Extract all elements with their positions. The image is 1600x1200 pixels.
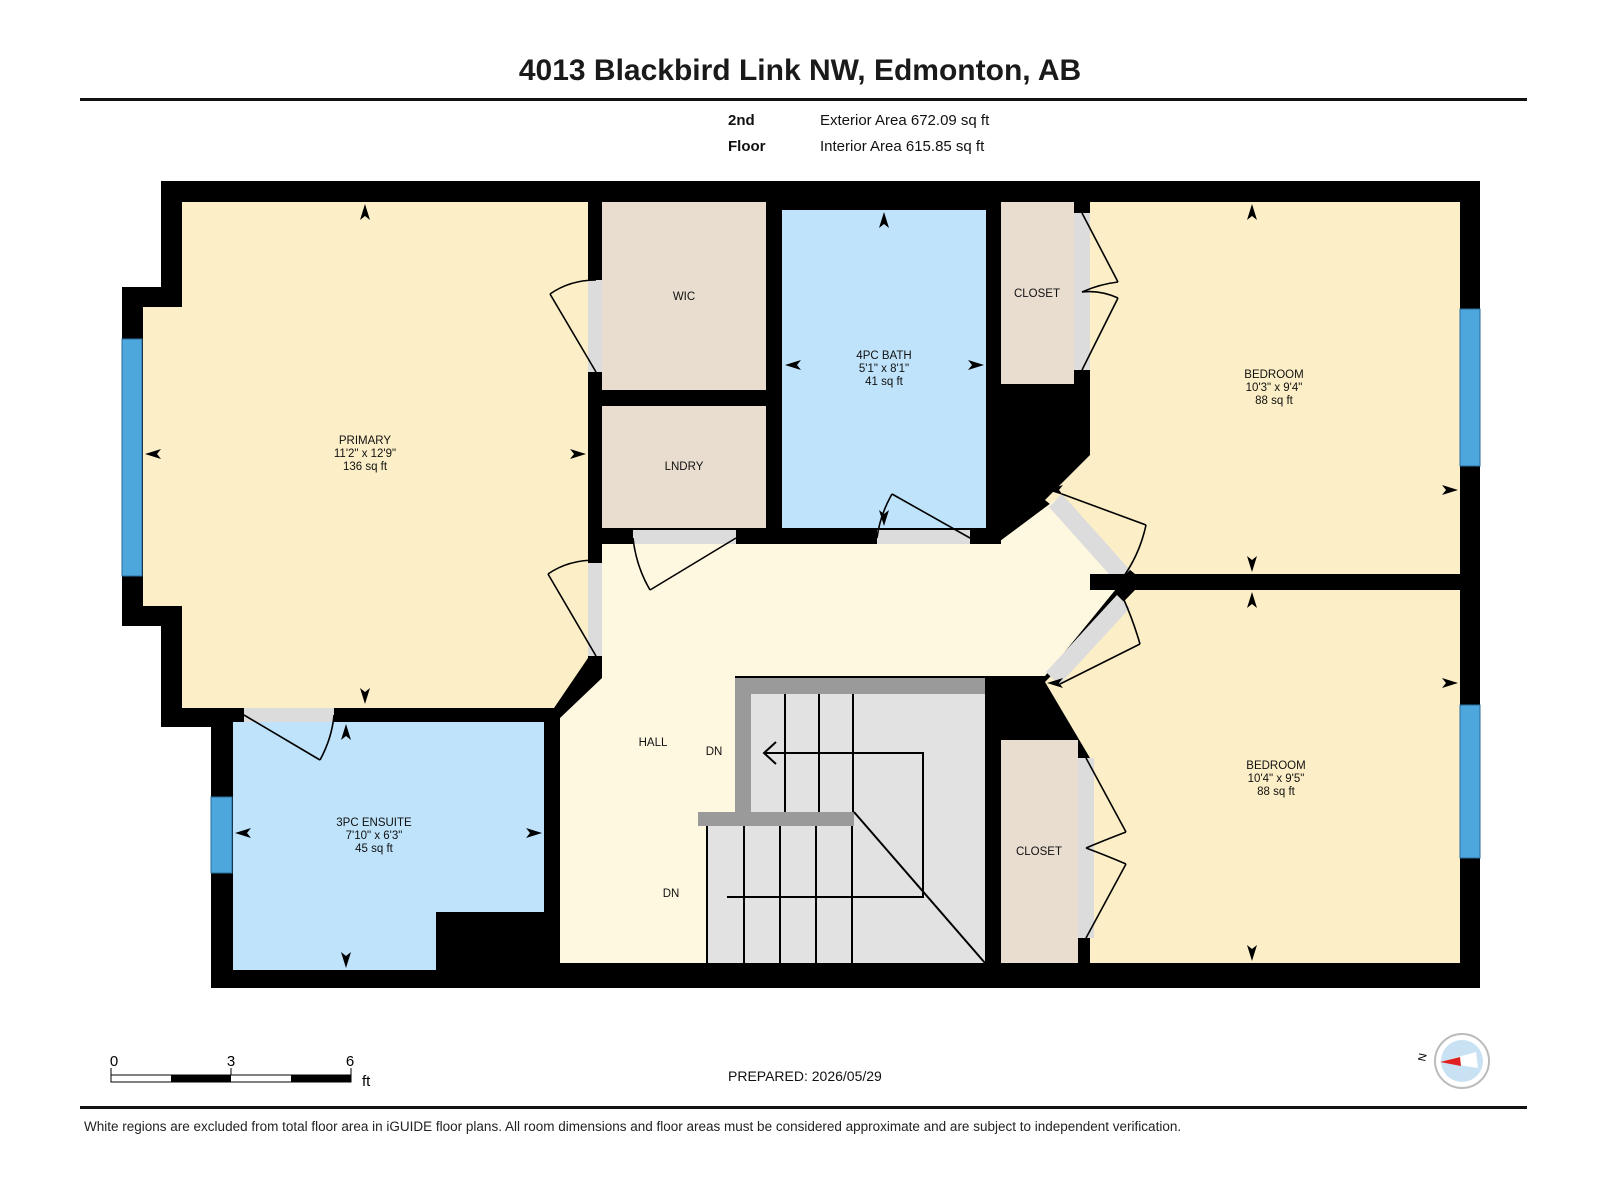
floor-label: 2nd Floor xyxy=(728,112,766,155)
closet-top-label: CLOSET xyxy=(1014,288,1060,300)
compass-north: N xyxy=(1416,1052,1429,1062)
scale-tick-3: 3 xyxy=(227,1053,235,1070)
room-hall xyxy=(560,500,1125,963)
bath-dims: 5'1" x 8'1" xyxy=(859,363,909,375)
ensuite-area: 45 sq ft xyxy=(355,843,394,855)
primary-dims: 11'2" x 12'9" xyxy=(334,448,396,460)
stair-dn-upper: DN xyxy=(706,746,723,758)
hall-label: HALL xyxy=(639,737,668,749)
exterior-area: Exterior Area 672.09 sq ft xyxy=(820,112,990,129)
bedroom-bottom-area: 88 sq ft xyxy=(1257,786,1296,798)
closet-bottom-label: CLOSET xyxy=(1016,846,1062,858)
room-bath xyxy=(782,210,986,528)
room-closet-bottom xyxy=(1001,740,1078,963)
dimension-arrows xyxy=(145,204,1458,968)
bath-area: 41 sq ft xyxy=(865,376,904,388)
room-ensuite xyxy=(233,722,544,970)
staircase xyxy=(698,678,986,964)
door-openings xyxy=(244,213,1130,938)
windows xyxy=(121,308,1481,874)
room-primary xyxy=(143,202,588,708)
bedroom-top-area: 88 sq ft xyxy=(1255,395,1294,407)
wic-label: WIC xyxy=(673,291,695,303)
compass-icon: N xyxy=(1416,1033,1490,1089)
room-bedroom-bottom xyxy=(1045,590,1460,963)
bath-label: 4PC BATH xyxy=(856,350,911,362)
room-closet-top xyxy=(1001,202,1074,384)
scale-unit: ft xyxy=(362,1073,371,1090)
primary-label: PRIMARY xyxy=(339,435,392,447)
prepared-date: PREPARED: 2026/05/29 xyxy=(728,1068,882,1084)
laundry-label: LNDRY xyxy=(665,461,704,473)
room-bedroom-top xyxy=(1045,202,1460,574)
room-wic xyxy=(602,202,766,390)
interior-area: Interior Area 615.85 sq ft xyxy=(820,138,985,155)
bedroom-top-dims: 10'3" x 9'4" xyxy=(1246,382,1303,394)
room-laundry xyxy=(602,406,766,528)
door-swings xyxy=(243,212,1147,939)
ensuite-dims: 7'10" x 6'3" xyxy=(346,830,403,842)
plan-title: 4013 Blackbird Link NW, Edmonton, AB xyxy=(518,54,1082,87)
primary-area: 136 sq ft xyxy=(343,461,388,473)
scale-tick-6: 6 xyxy=(346,1053,354,1070)
scale-bar: 0 3 6 ft xyxy=(110,1053,371,1090)
disclaimer-text: White regions are excluded from total fl… xyxy=(84,1119,1182,1134)
bedroom-top-label: BEDROOM xyxy=(1244,369,1303,381)
ensuite-label: 3PC ENSUITE xyxy=(336,817,412,829)
interior-walls xyxy=(182,202,1460,963)
footer-rule xyxy=(80,1106,1527,1109)
bedroom-bottom-label: BEDROOM xyxy=(1246,760,1305,772)
stair-dn-lower: DN xyxy=(663,888,680,900)
scale-tick-0: 0 xyxy=(110,1053,118,1070)
bedroom-bottom-dims: 10'4" x 9'5" xyxy=(1248,773,1305,785)
title-rule xyxy=(80,98,1527,101)
